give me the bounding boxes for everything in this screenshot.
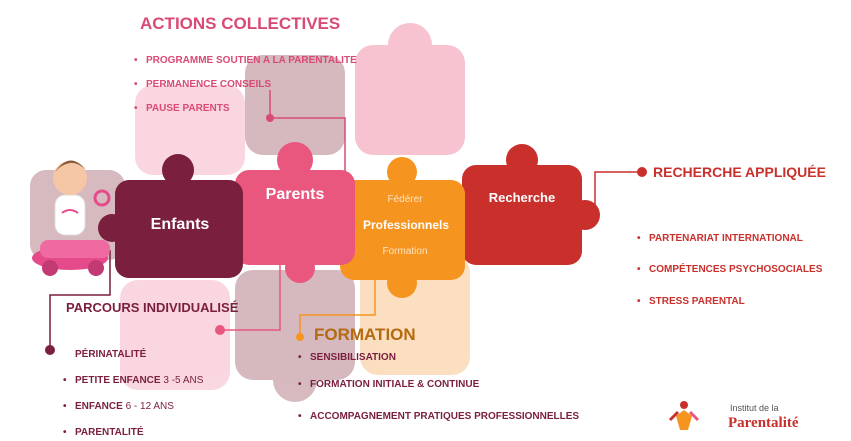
enfants-piece[interactable]: [98, 154, 243, 278]
recherche-title: RECHERCHE APPLIQUÉE: [653, 164, 826, 180]
parcours-title: PARCOURS INDIVIDUALISÉ: [66, 300, 239, 315]
connector-parcours: [49, 250, 111, 350]
formation-item: •ACCOMPAGNEMENT PRATIQUES PROFESSIONNELL…: [298, 411, 580, 422]
formation-item: •SENSIBILISATION: [298, 352, 396, 363]
actions-item: •PROGRAMME SOUTIEN A LA PARENTALITE: [134, 55, 357, 66]
actions-title: ACTIONS COLLECTIVES: [140, 14, 341, 33]
recherche-item: •PARTENARIAT INTERNATIONAL: [637, 233, 803, 244]
parents-piece[interactable]: [235, 142, 355, 283]
enfants-label: Enfants: [150, 216, 210, 233]
actions-item: •PERMANENCE CONSEILS: [134, 79, 272, 90]
professionnels-piece[interactable]: [340, 157, 465, 298]
recherche-dot: [637, 167, 647, 177]
parcours-item: •PETITE ENFANCE 3 -5 ANS: [63, 375, 204, 386]
parcours-item: •ENFANCE 6 - 12 ANS: [63, 401, 174, 412]
professionnels-label: Professionnels: [362, 218, 450, 232]
connector-formation: [299, 275, 376, 335]
formation-item: •FORMATION INITIALE & CONTINUE: [298, 379, 480, 390]
bg-piece: [235, 270, 355, 380]
parents-label: Parents: [265, 186, 325, 203]
child-on-toy-car-icon: [32, 160, 111, 276]
logo-line2: Parentalité: [728, 415, 799, 431]
recherche-item: •STRESS PARENTAL: [637, 296, 745, 307]
formation-small-label: Formation: [382, 246, 428, 257]
bg-piece: [120, 280, 230, 390]
connector-actions: [269, 90, 346, 185]
parcours-dot: [45, 345, 55, 355]
bg-knob: [273, 358, 317, 402]
recherche-item: •COMPÉTENCES PSYCHOSOCIALES: [637, 264, 823, 275]
actions-item: •PAUSE PARENTS: [134, 103, 230, 114]
parcours-item: •PARENTALITÉ: [63, 427, 144, 438]
formation-title: FORMATION: [314, 325, 416, 344]
federer-label: Fédérer: [387, 194, 423, 205]
recherche-label: Recherche: [488, 190, 556, 205]
bg-piece: [355, 45, 465, 155]
bg-knob: [388, 23, 432, 67]
bg-piece: [135, 85, 245, 175]
formation-dot: [296, 333, 304, 341]
recherche-piece[interactable]: [462, 144, 600, 265]
parcours-item: PÉRINATALITÉ: [75, 349, 147, 360]
actions-dot: [266, 114, 274, 122]
bg-piece: [245, 55, 345, 155]
logo-line1: Institut de la: [730, 403, 779, 413]
institut-logo-icon: [668, 401, 700, 430]
parents-dot: [215, 325, 225, 335]
